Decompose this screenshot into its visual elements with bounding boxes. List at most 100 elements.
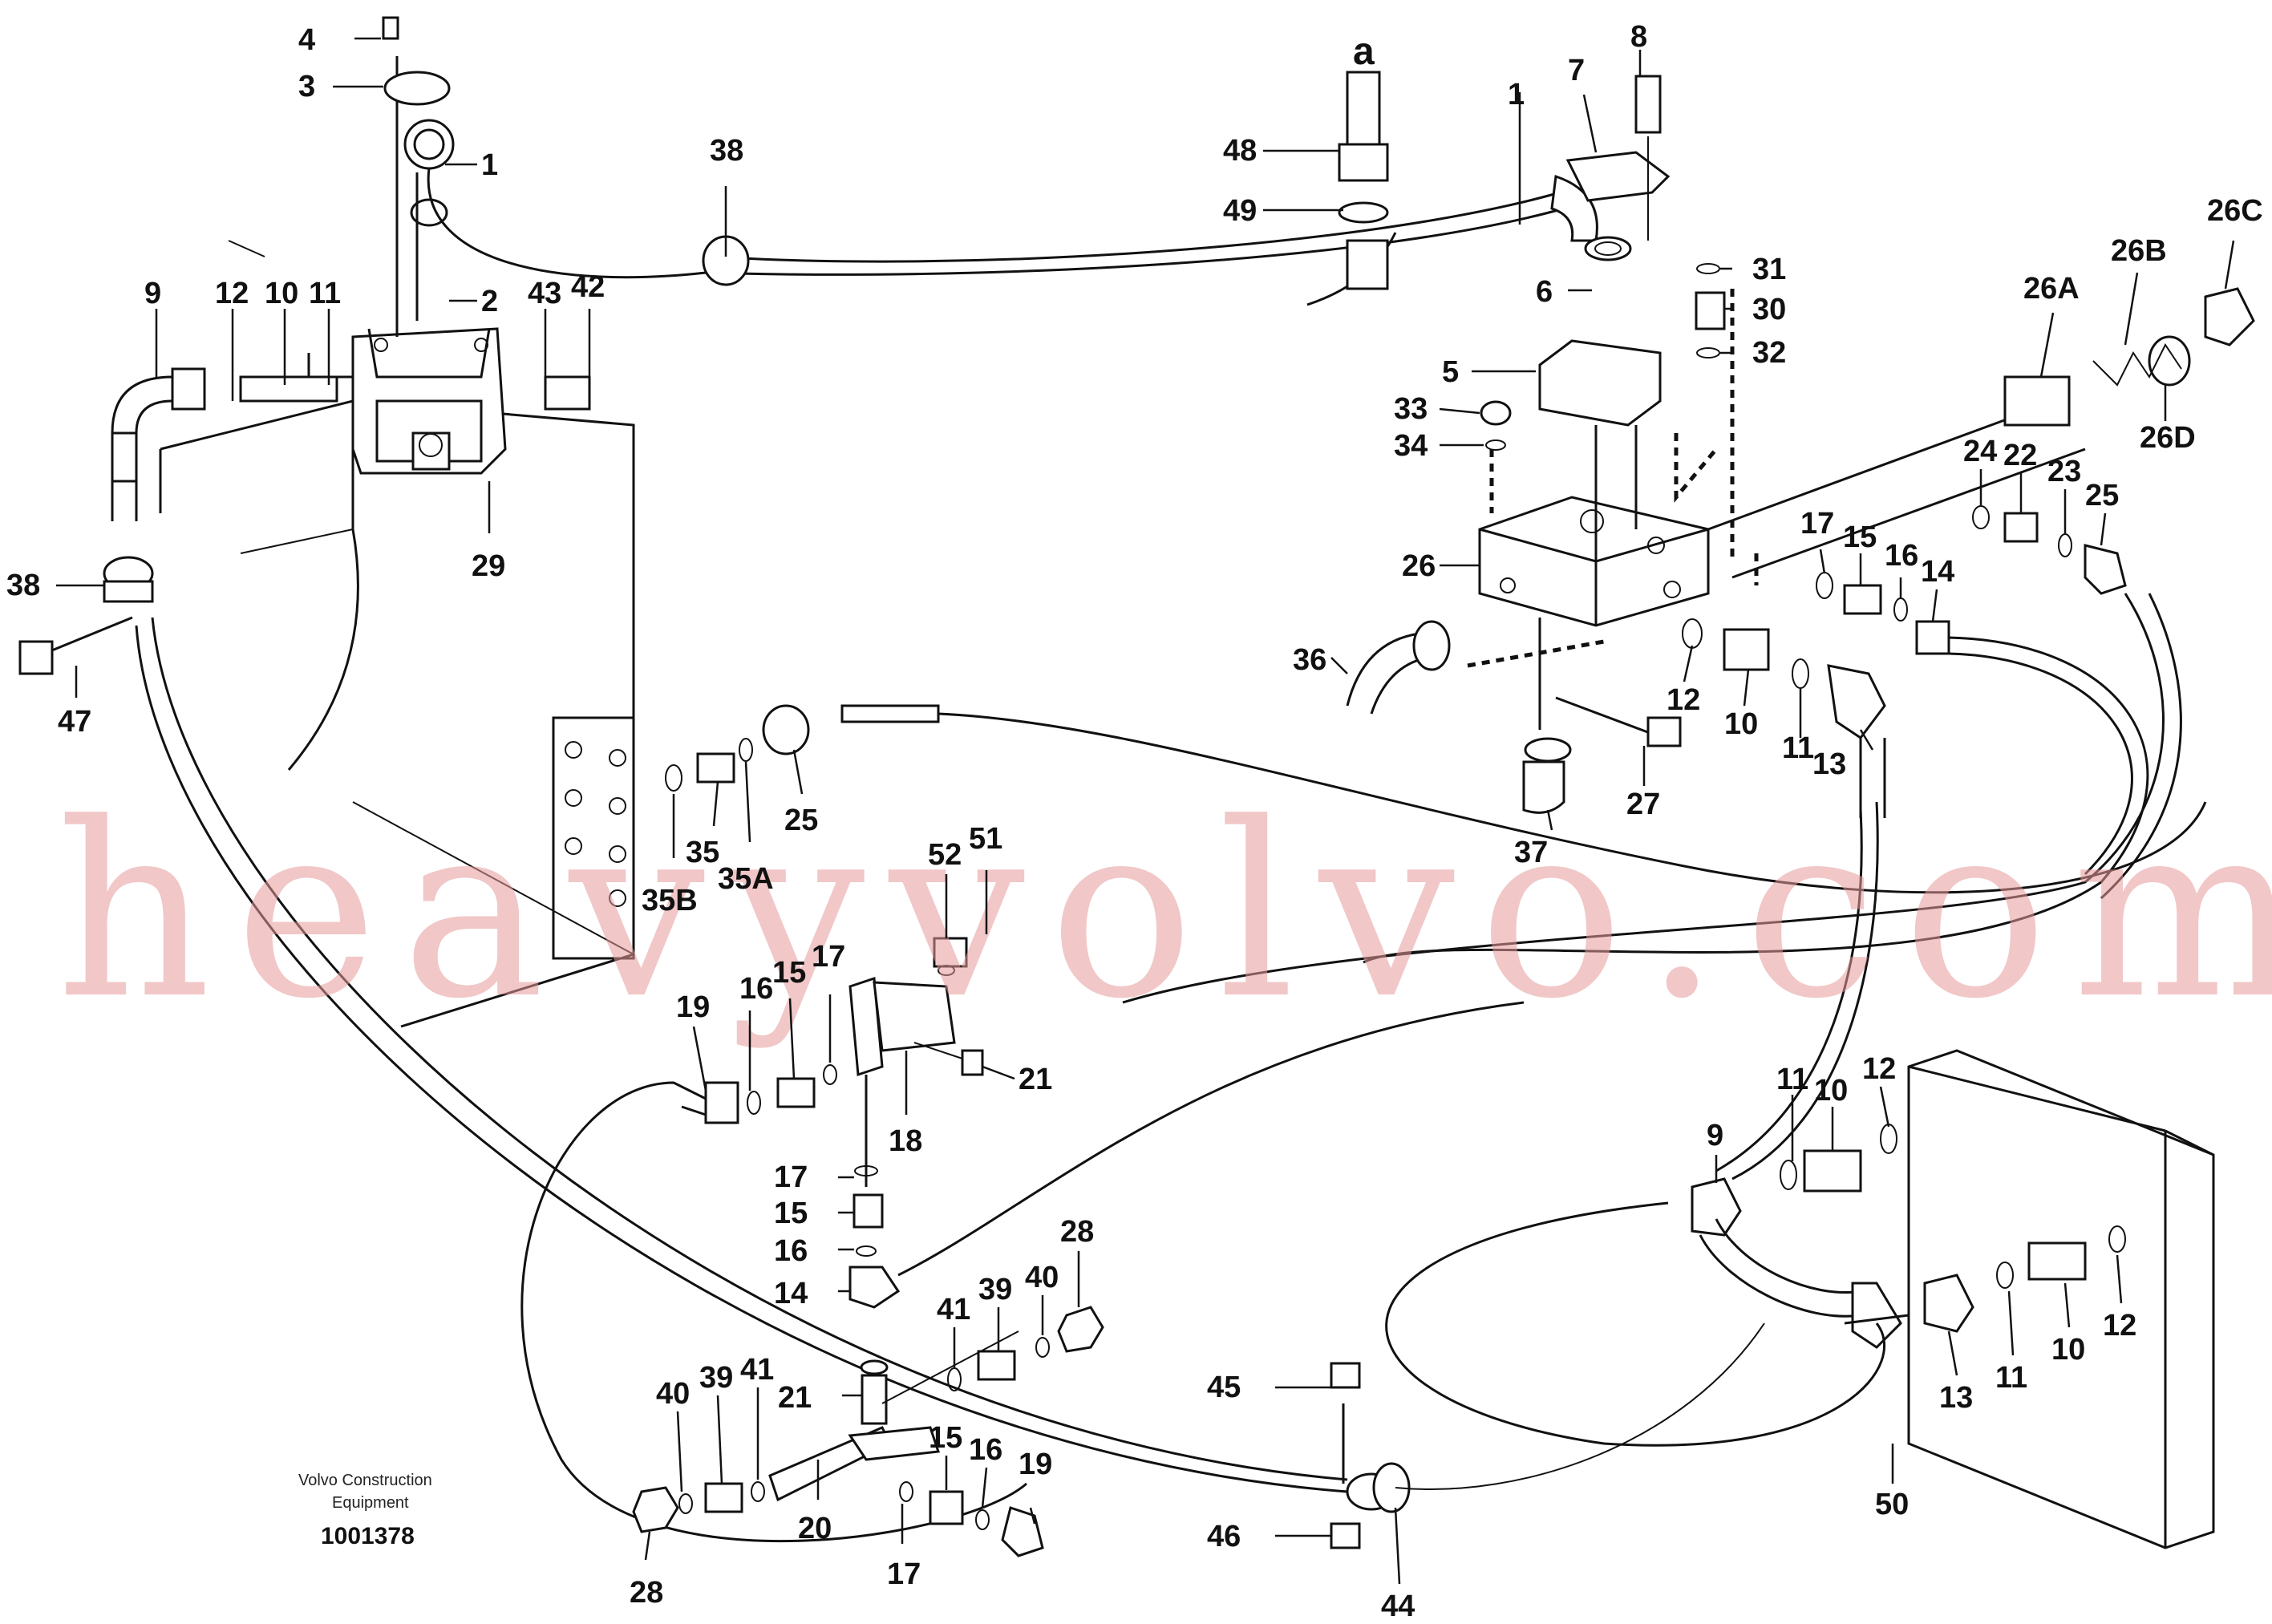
- callout-label: 41: [937, 1293, 970, 1326]
- callout-label: 47: [58, 705, 91, 739]
- callout-label: 25: [2085, 479, 2119, 512]
- callout-label: 16: [969, 1433, 1002, 1467]
- callout-label: 52: [928, 838, 962, 872]
- callout-label: 45: [1207, 1371, 1241, 1404]
- callout-label: 13: [1812, 747, 1846, 781]
- callout-label: 48: [1223, 134, 1257, 168]
- watermark: heavyvolvo.com: [56, 772, 2272, 1051]
- valve-block-26: [1467, 236, 1759, 668]
- fittings-28-40-39-41-upper: [947, 1306, 1104, 1391]
- callout-label: 38: [6, 569, 40, 602]
- callout-label: 34: [1394, 429, 1428, 463]
- callout-label: 37: [1514, 836, 1548, 869]
- hydraulic-tank: [159, 240, 635, 1028]
- hose-25-right: [1122, 505, 2182, 1004]
- hose-36: [1346, 620, 1451, 715]
- callout-label: 9: [144, 277, 161, 310]
- callout-label: 38: [710, 134, 743, 168]
- callout-label: 26A: [2023, 272, 2080, 306]
- callout-label: 19: [1019, 1448, 1052, 1481]
- callout-label: 39: [978, 1273, 1012, 1306]
- callout-label: 2: [481, 285, 498, 318]
- callout-label: 10: [1724, 707, 1758, 741]
- fittings-block-right: [1682, 618, 1886, 818]
- hose-25-middle: [665, 704, 2207, 894]
- drawing-number: 1001378: [321, 1523, 415, 1549]
- callout-label: 5: [1442, 355, 1459, 389]
- callout-label: 8: [1630, 20, 1647, 54]
- callout-label: 7: [1568, 54, 1585, 87]
- callout-label: 18: [889, 1124, 922, 1158]
- cooler-hoses: [1385, 801, 2126, 1447]
- callout-label: 26B: [2111, 234, 2167, 268]
- callout-label: 40: [1025, 1261, 1059, 1294]
- callout-label: 19: [676, 990, 710, 1024]
- callout-label: 12: [1862, 1052, 1896, 1086]
- callout-label: 20: [798, 1512, 832, 1545]
- fitting-37: [1522, 618, 1572, 814]
- caption-company-line2: Equipment: [332, 1494, 409, 1512]
- callout-label: 42: [571, 270, 605, 304]
- callout-label: 22: [2003, 439, 2037, 472]
- callout-label: 14: [1921, 555, 1954, 589]
- callout-label: 25: [784, 804, 818, 837]
- callout-label: 17: [812, 940, 845, 974]
- callout-label: 24: [1963, 435, 1997, 468]
- callout-label: 21: [778, 1381, 812, 1415]
- callout-label: 17: [887, 1557, 921, 1591]
- callout-label: 3: [298, 70, 315, 103]
- callout-label: 1: [481, 148, 498, 182]
- small-fittings-30-34: [1480, 263, 1726, 451]
- clamp-38-left: [18, 556, 154, 675]
- callout-label: 9: [1707, 1119, 1723, 1152]
- fittings-28-40-39-41-lower: [632, 1481, 765, 1533]
- callout-labels: 4 3 1 2 38 9 12 10 11 43 42 29 38 47 a 4…: [6, 20, 2263, 1623]
- oil-cooler-50: [1907, 1049, 2215, 1549]
- callout-label: 10: [1814, 1074, 1848, 1108]
- callout-label: 16: [1885, 539, 1918, 573]
- callout-label: 16: [739, 972, 773, 1006]
- callout-label: 15: [1843, 520, 1877, 554]
- callout-label: 51: [969, 822, 1002, 856]
- callout-label: 43: [528, 277, 561, 310]
- clamp-44: [1330, 1322, 1765, 1549]
- callout-label: 31: [1752, 253, 1786, 286]
- callout-label: 16: [774, 1234, 808, 1268]
- callout-label: 40: [656, 1377, 690, 1411]
- callout-label: 11: [309, 277, 341, 310]
- manifold-18: [848, 937, 984, 1187]
- callout-label: 28: [1060, 1215, 1094, 1249]
- callout-label: 26D: [2140, 421, 2196, 455]
- callout-label: 26C: [2207, 194, 2263, 228]
- callout-label: 11: [1995, 1361, 2027, 1395]
- callout-label: 11: [1782, 731, 1814, 765]
- fittings-15-16-17-19-lower: [899, 1481, 1044, 1557]
- callout-label: 35: [686, 836, 719, 869]
- callout-label: 50: [1875, 1488, 1909, 1521]
- callout-label: 41: [740, 1353, 774, 1387]
- callout-label: 1: [1508, 78, 1525, 111]
- callout-label: 17: [1800, 507, 1834, 541]
- drawing-caption: Volvo Construction Equipment 1001378: [298, 1472, 432, 1549]
- callout-label: 11: [1776, 1063, 1808, 1096]
- callout-label: 13: [1939, 1381, 1973, 1415]
- callout-label: 15: [774, 1197, 808, 1230]
- callout-label: 4: [298, 23, 315, 57]
- callout-label: 36: [1293, 643, 1326, 677]
- callout-label: 10: [2051, 1333, 2085, 1367]
- caption-company-line1: Volvo Construction: [298, 1472, 432, 1489]
- callout-label: 32: [1752, 336, 1786, 370]
- callout-label: 26: [1402, 549, 1436, 583]
- callout-label: 35B: [642, 884, 698, 917]
- manifold-20: [768, 1330, 1019, 1502]
- hose-9-left: [111, 367, 206, 521]
- clamp-7: [1565, 75, 1671, 241]
- callout-label: 12: [215, 277, 249, 310]
- callout-label: 6: [1536, 275, 1553, 309]
- callout-label: 17: [774, 1160, 808, 1194]
- callout-label: 12: [1667, 683, 1700, 717]
- callout-label: 30: [1752, 293, 1786, 326]
- callout-label: 28: [630, 1576, 663, 1610]
- callout-label: 27: [1626, 788, 1660, 821]
